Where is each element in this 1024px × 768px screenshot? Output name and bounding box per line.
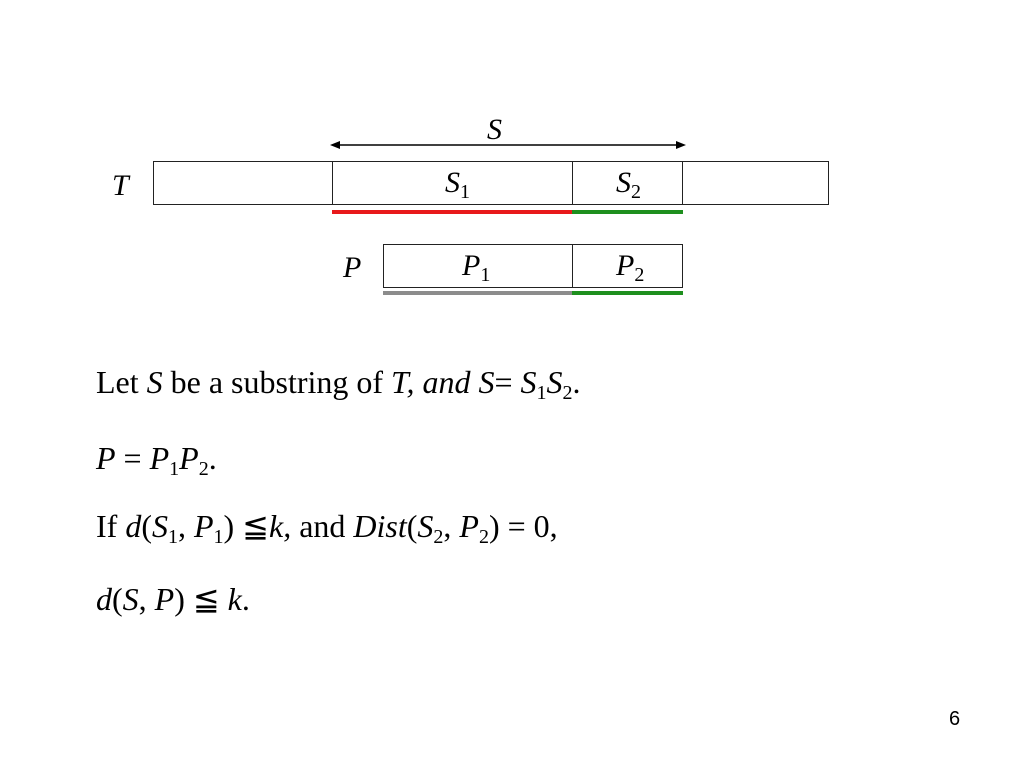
statement-line-1: Let S be a substring of T, and S= S1S2. [96,364,581,404]
s1-segment: S1 [332,161,573,205]
page-number: 6 [949,708,961,730]
s2-green-bar [572,210,683,214]
statement-line-2: P = P1P2. [96,440,217,480]
s-span-arrow [330,141,686,149]
s1-label: S1 [445,166,470,203]
t-label: T [112,169,129,202]
p2-segment: P2 [572,244,683,288]
s1-red-bar [332,210,572,214]
statement-line-3: If d(S1, P1) ≦k, and Dist(S2, P2) = 0, [96,508,558,548]
statement-line-4: d(S, P) ≦ k. [96,581,250,617]
p1-label: P1 [462,249,491,286]
p-label: P [343,251,362,284]
p2-label: P2 [616,249,645,286]
s2-segment: S2 [572,161,683,205]
s2-label: S2 [616,166,641,203]
s-span-label: S [487,113,502,146]
p1-segment: P1 [383,244,573,288]
p1-gray-bar [383,291,572,295]
p2-green-bar [572,291,683,295]
